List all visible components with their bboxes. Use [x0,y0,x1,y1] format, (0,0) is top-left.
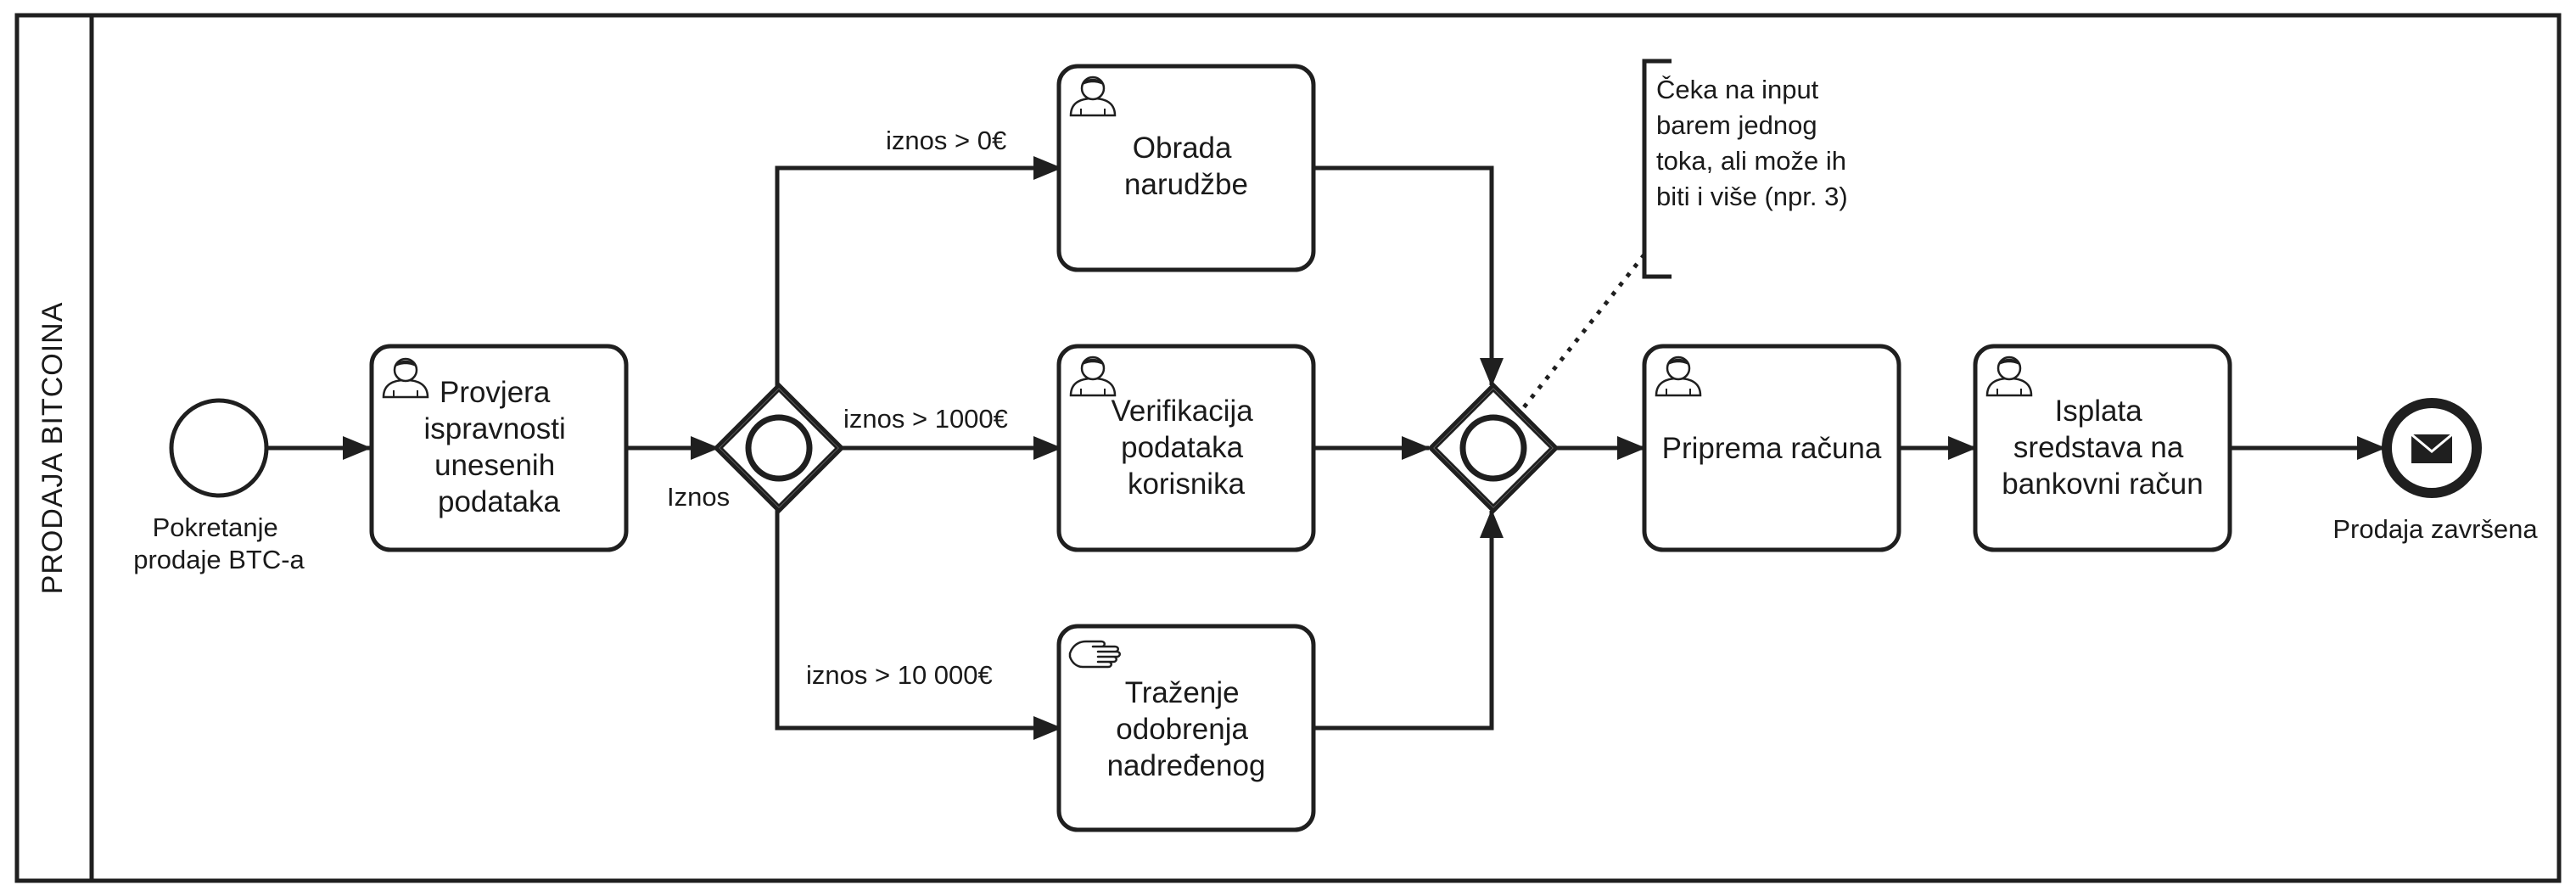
start-event[interactable] [169,398,269,498]
user-icon [382,357,429,399]
task-provjera-label: Provjera ispravnosti unesenih podataka [423,376,574,518]
envelope-icon [2411,433,2453,463]
start-event-label: Pokretanje prodaje BTC-a [133,512,305,574]
flow-split-to-trazenje[interactable] [775,509,1062,740]
task-obrada[interactable]: Obrada narudžbe [1056,64,1316,272]
annotation-text: Čeka na input barem jednog toka, ali mož… [1656,75,1854,211]
text-annotation[interactable]: Čeka na input barem jednog toka, ali mož… [1522,59,1854,409]
end-event[interactable] [2382,398,2482,498]
end-event-label: Prodaja završena [2332,514,2538,544]
task-isplata[interactable]: Isplata sredstava na bankovni račun [1973,344,2232,552]
annotation-association [1522,253,1646,409]
user-icon [1069,356,1117,397]
gateway-split[interactable] [713,382,845,514]
user-icon [1069,76,1117,117]
task-verifikacija[interactable]: Verifikacija podataka korisnika [1056,344,1316,552]
sequence-flows [268,156,2386,740]
pool-name: PRODAJA BITCOINA [36,302,69,595]
gateway-split-label: Iznos [667,482,730,512]
task-trazenje-label: Traženje odobrenja nadređenog [1107,676,1266,782]
flow-split-to-obrada[interactable] [775,156,1062,387]
user-icon [1655,356,1702,397]
task-provjera[interactable]: Provjera ispravnosti unesenih podataka [369,344,629,552]
task-priprema[interactable]: Priprema računa [1642,344,1901,552]
condition-label-verifikacija: iznos > 1000€ [843,404,1008,434]
gateway-join[interactable] [1427,382,1560,514]
condition-label-obrada: iznos > 0€ [886,126,1006,155]
user-icon [1985,356,2033,397]
flow-obrada-to-join[interactable] [1313,165,1504,387]
task-priprema-label: Priprema računa [1662,432,1882,465]
task-verifikacija-label: Verifikacija podataka korisnika [1111,395,1261,501]
condition-label-trazenje: iznos > 10 000€ [806,660,993,690]
task-obrada-label: Obrada narudžbe [1124,132,1248,201]
hand-icon [1068,640,1121,669]
task-isplata-label: Isplata sredstava na bankovni račun [2002,395,2203,501]
flow-trazenje-to-join[interactable] [1313,509,1504,731]
pool-border [14,13,2562,883]
task-trazenje[interactable]: Traženje odobrenja nadređenog [1056,624,1316,832]
